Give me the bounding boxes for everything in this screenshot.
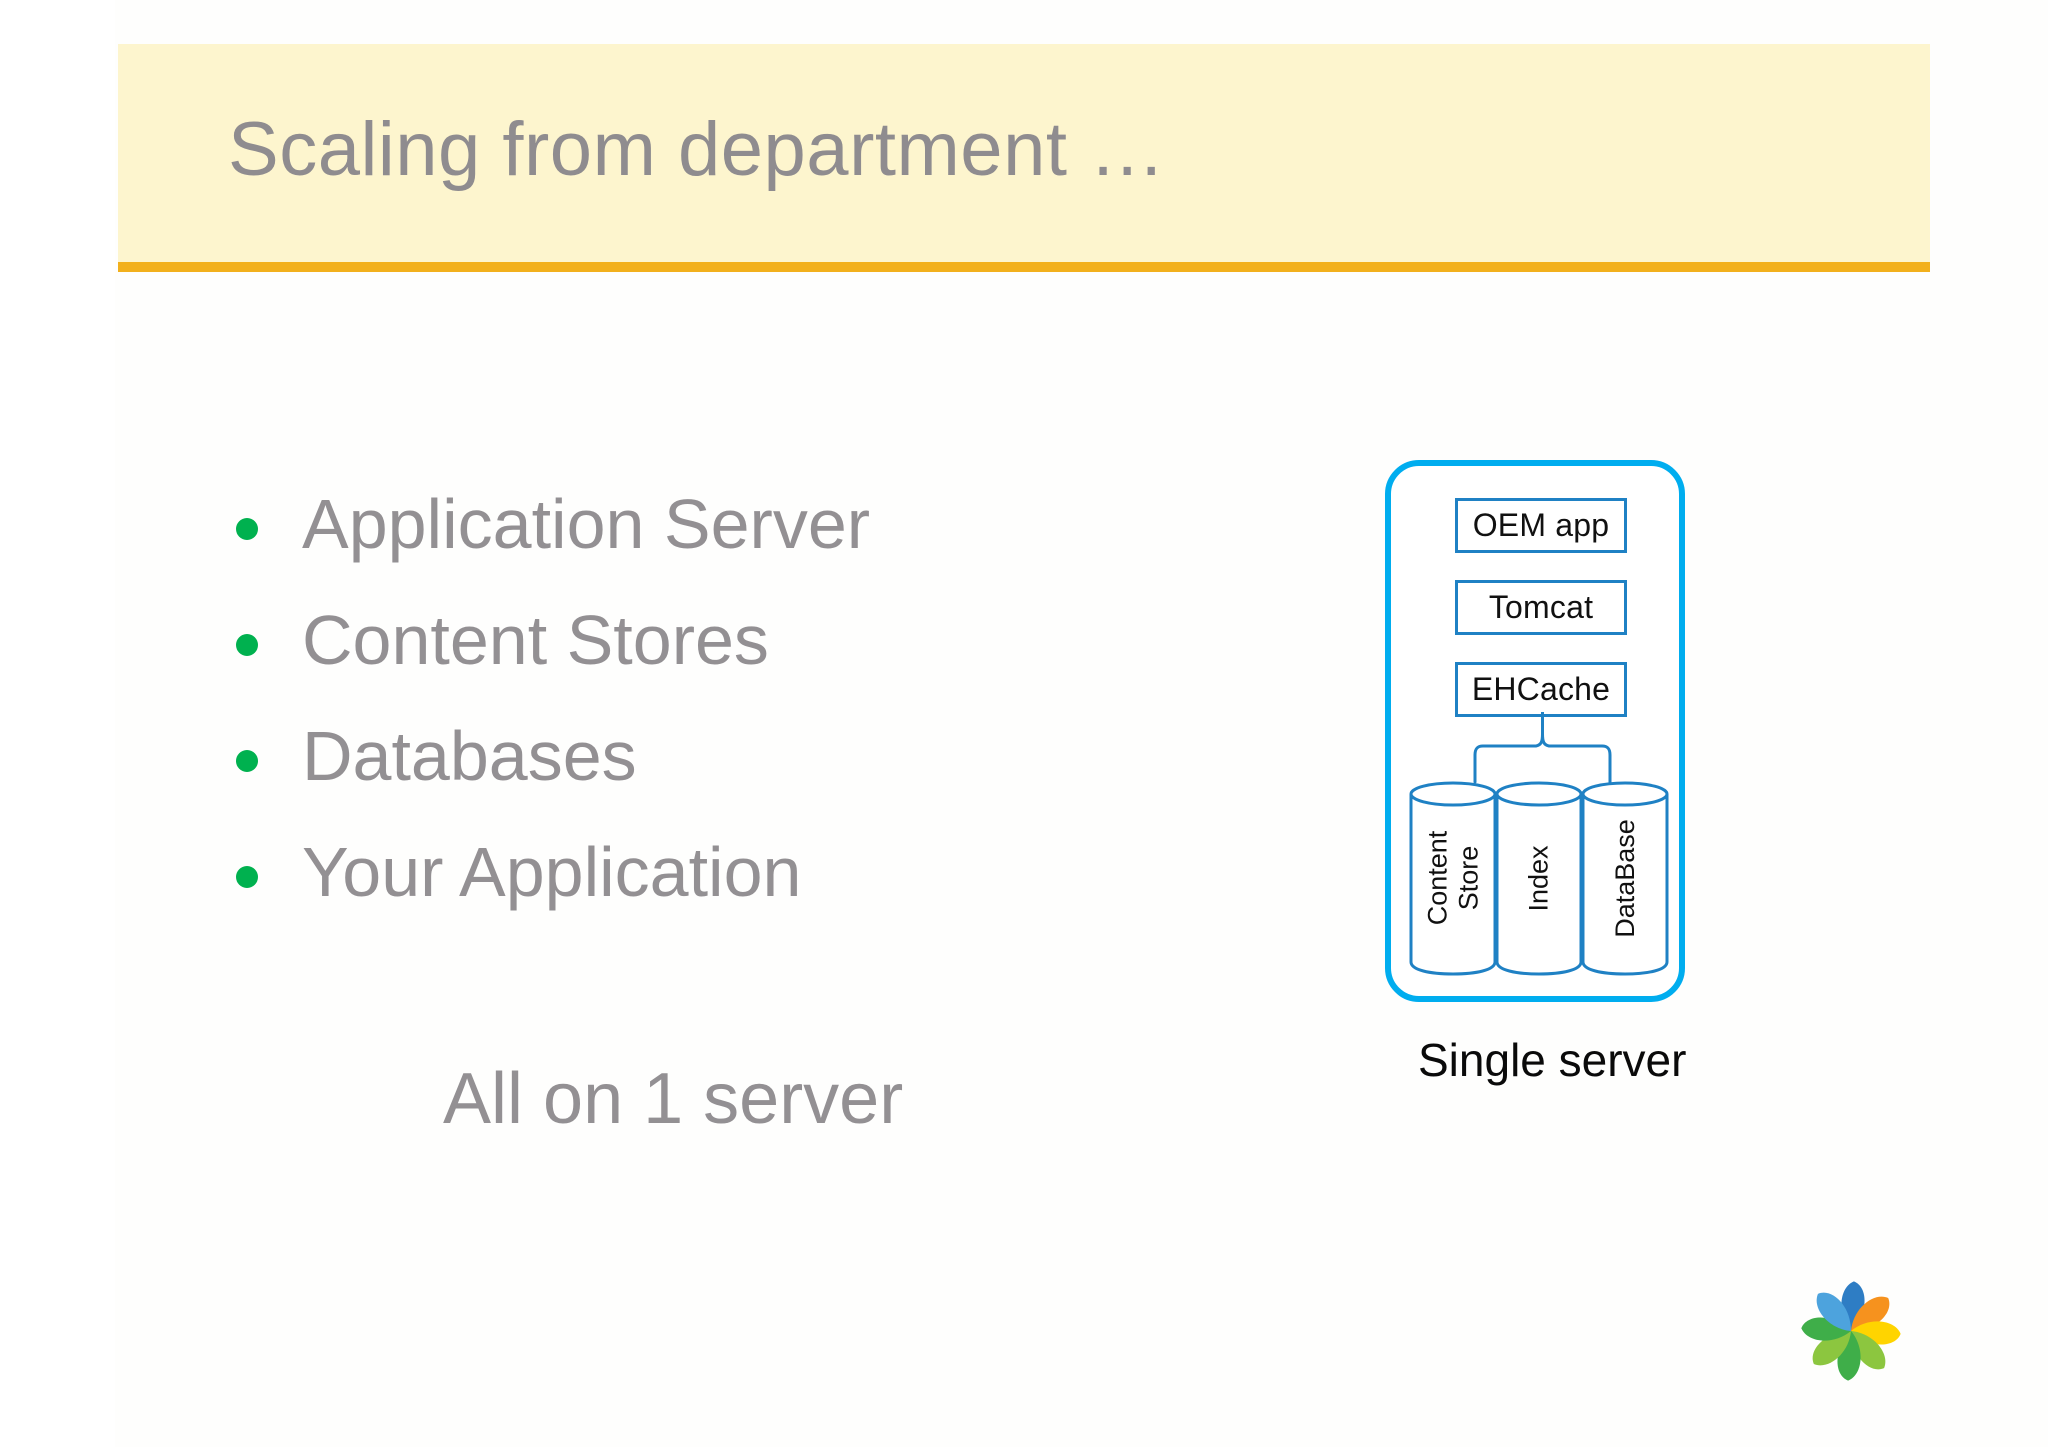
single-server-diagram: OEM app Tomcat EHCache Content xyxy=(1355,450,1725,1070)
stack-box-oem-app: OEM app xyxy=(1455,498,1627,553)
list-item-label: Application Server xyxy=(302,485,871,563)
bullet-dot-icon xyxy=(236,750,258,772)
list-item-label: Content Stores xyxy=(302,601,769,679)
cylinder-icon xyxy=(1495,781,1583,976)
stack-box-tomcat: Tomcat xyxy=(1455,580,1627,635)
bullet-dot-icon xyxy=(236,634,258,656)
diagram-caption: Single server xyxy=(1418,1034,1687,1086)
list-item: Databases xyxy=(236,712,1136,800)
data-store-group: Content Store Index DataBase xyxy=(1408,780,1670,976)
list-item: Application Server xyxy=(236,480,1136,568)
list-item-label: Your Application xyxy=(302,833,802,911)
cylinder-label-wrap: Content Store xyxy=(1408,780,1498,976)
cylinder-content-store: Content Store xyxy=(1408,780,1498,976)
title-divider-rule xyxy=(118,262,1930,272)
cylinder-database: DataBase xyxy=(1580,780,1670,976)
cylinder-label: Index xyxy=(1523,844,1554,912)
alfresco-logo-icon xyxy=(1801,1281,1901,1381)
brace-connector-icon xyxy=(1473,712,1612,784)
stack-box-label: Tomcat xyxy=(1488,589,1594,625)
cylinder-label-wrap: DataBase xyxy=(1580,780,1670,976)
list-item-label: Databases xyxy=(302,717,637,795)
title-band xyxy=(118,44,1930,262)
closing-statement: All on 1 server xyxy=(443,1059,904,1139)
stack-box-ehcache: EHCache xyxy=(1455,662,1627,717)
cylinder-label: DataBase xyxy=(1609,818,1640,938)
cylinder-icon xyxy=(1581,781,1669,976)
list-item: Content Stores xyxy=(236,596,1136,684)
cylinder-icon xyxy=(1409,781,1497,976)
cylinder-label-wrap: Index xyxy=(1494,780,1584,976)
bullet-dot-icon xyxy=(236,518,258,540)
page-title: Scaling from department … xyxy=(228,107,1166,192)
bullet-list: Application Server Content Stores Databa… xyxy=(236,480,1136,944)
cylinder-index: Index xyxy=(1494,780,1584,976)
list-item: Your Application xyxy=(236,828,1136,916)
bullet-dot-icon xyxy=(236,866,258,888)
stack-box-label: OEM app xyxy=(1472,507,1610,543)
cylinder-label: Content Store xyxy=(1422,830,1484,926)
stack-box-label: EHCache xyxy=(1471,671,1611,707)
